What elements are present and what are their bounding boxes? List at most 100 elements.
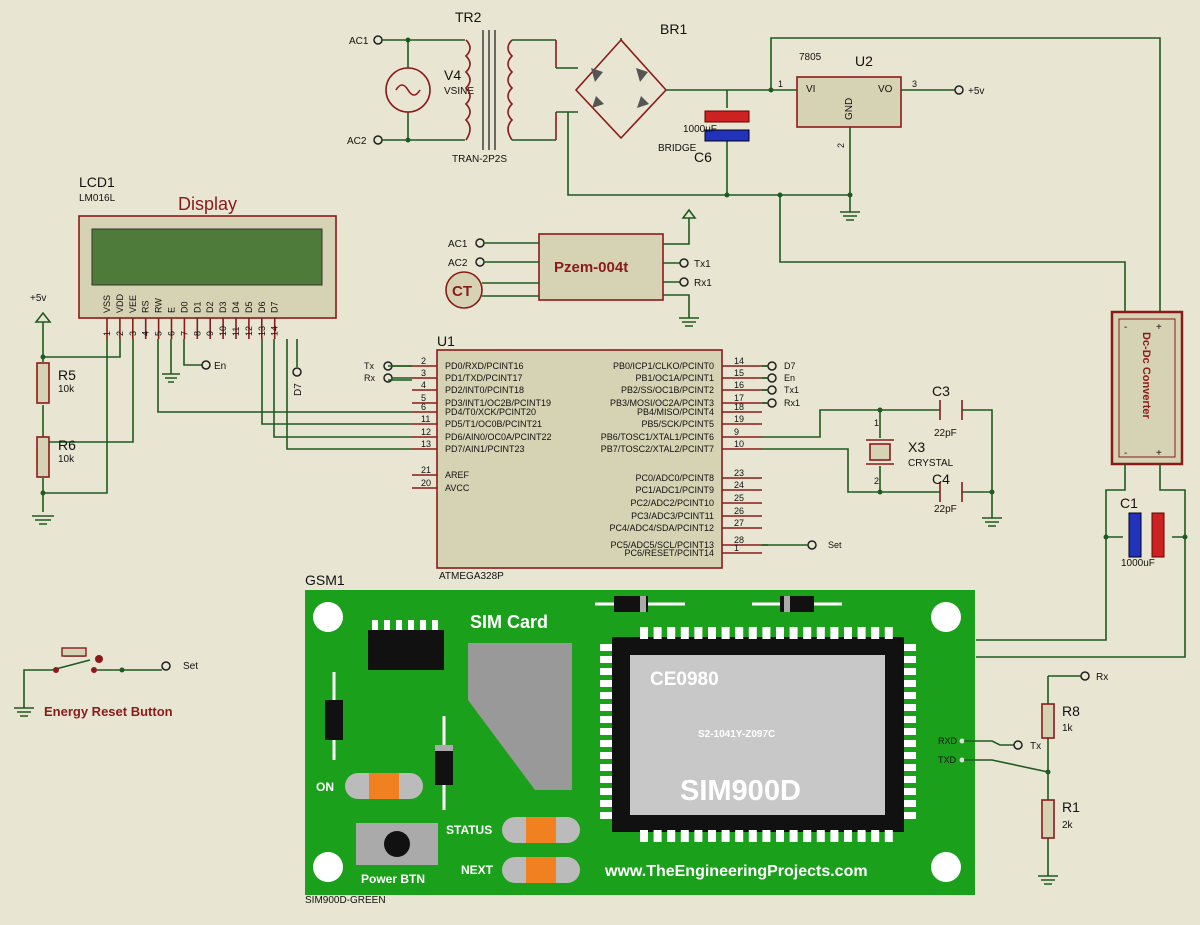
mcu-pin-signal: PC0/ADC0/PCINT8 — [635, 473, 714, 483]
sim-card-slot — [468, 643, 572, 790]
gsm-tx-terminal[interactable] — [1013, 740, 1023, 750]
dc-dc-converter[interactable]: Dc-Dc Converter - + - + C1 1000uF — [976, 310, 1188, 658]
reg-body — [796, 76, 902, 128]
mcu-pin-number: 2 — [421, 356, 426, 366]
u2-ref: U2 — [855, 53, 873, 69]
x3-pin2: 2 — [874, 476, 879, 486]
lcd-pin-number: 13 — [257, 326, 267, 336]
mcu-net-terminal[interactable] — [767, 385, 777, 395]
r6-ref: R6 — [58, 437, 76, 453]
lcd-pin-number: 12 — [244, 326, 254, 336]
mcu-pin-signal: PD7/AIN1/PCINT23 — [445, 444, 525, 454]
r5-ref: R5 — [58, 367, 76, 383]
reset-button-label: Energy Reset Button — [44, 704, 173, 719]
lcd-pin-number: 14 — [270, 326, 280, 336]
c4-value: 22pF — [934, 504, 957, 515]
lcd-pin-label: D4 — [231, 301, 241, 313]
mcu-net-label: D7 — [784, 361, 796, 371]
vout-label: +5v — [968, 86, 984, 97]
reset-set-label: Set — [183, 661, 198, 672]
mcu-net-terminal[interactable] — [767, 373, 777, 383]
mount-hole-bl — [313, 852, 343, 882]
current-transformer[interactable] — [445, 271, 483, 309]
gsm-rx-terminal[interactable] — [1080, 671, 1090, 681]
mcu-pin-number: 23 — [734, 468, 744, 478]
pzem-rx-terminal[interactable] — [679, 277, 689, 287]
regulator-7805[interactable]: 7805 U2 VI VO GND 1 3 2 +5v — [770, 37, 1161, 312]
x3-type: CRYSTAL — [908, 458, 954, 469]
resistor-r5[interactable] — [36, 362, 50, 404]
sim900d-pads — [600, 627, 916, 842]
c6-plate-top — [704, 110, 750, 123]
resistor-r1[interactable] — [1041, 799, 1055, 839]
pzem-ac1-label: AC1 — [448, 239, 468, 250]
reg-part: 7805 — [799, 52, 822, 63]
mcu-pin-number: 20 — [421, 478, 431, 488]
mcu-pin-number: 10 — [734, 439, 744, 449]
r5-value: 10k — [58, 384, 75, 395]
mcu-pin-signal: PD0/RXD/PCINT16 — [445, 361, 524, 371]
mcu-net-terminal[interactable] — [767, 398, 777, 408]
c1-plate-left — [1128, 512, 1142, 558]
mcu-pin-signal: PC4/ADC4/SDA/PCINT12 — [609, 523, 714, 533]
pzem-name: Pzem-004t — [554, 259, 628, 276]
en-terminal[interactable] — [201, 360, 211, 370]
lcd-pin-row: VSS1VDD2VEE3RS4RW5E6D07D18D29D310D411D51… — [102, 293, 280, 339]
pzem-tx-terminal[interactable] — [679, 258, 689, 268]
reset-set-terminal[interactable] — [161, 661, 171, 671]
mcu-pin-number: 4 — [421, 380, 426, 390]
resistor-r6[interactable] — [36, 436, 50, 478]
mcu-pin-number: 26 — [734, 506, 744, 516]
c3-ref: C3 — [932, 383, 950, 399]
mcu-pin-signal: PC5/ADC5/SCL/PCINT13 — [610, 540, 714, 550]
mount-hole-br — [931, 852, 961, 882]
ac2-terminal[interactable] — [373, 135, 383, 145]
next-led-label: NEXT — [461, 863, 494, 877]
x3-ref: X3 — [908, 439, 925, 455]
lcd-display[interactable]: LCD1 LM016L Display VSS1VDD2VEE3RS4RW5E6… — [78, 174, 337, 339]
lcd-pin-number: 8 — [192, 331, 202, 336]
mcu-pin-signal: AREF — [445, 470, 470, 480]
mcu-pin-number: 17 — [734, 393, 744, 403]
c1-ref: C1 — [1120, 495, 1138, 511]
bridge-rectifier[interactable]: BR1 1000uF BRIDGE C6 — [555, 21, 850, 198]
sim-card-label: SIM Card — [470, 612, 548, 632]
vout-terminal[interactable] — [954, 85, 964, 95]
lcd-pin-number: 9 — [205, 331, 215, 336]
mcu-net-terminal[interactable] — [767, 361, 777, 371]
transformer-section[interactable]: TR2 TRAN-2P2S AC1 AC2 V4 VSINE — [347, 9, 556, 165]
lcd-pin-number: 1 — [102, 331, 112, 336]
ac2-label: AC2 — [347, 136, 367, 147]
status-led-label: STATUS — [446, 823, 492, 837]
vcc-label: +5v — [30, 293, 46, 304]
mcu-net-terminal[interactable] — [807, 540, 817, 550]
pzem-ac2-terminal[interactable] — [475, 257, 485, 267]
ac1-terminal[interactable] — [373, 35, 383, 45]
lcd-pin-label: VDD — [115, 293, 125, 313]
lcd-pin-label: VSS — [102, 295, 112, 313]
x3-pin1: 1 — [874, 418, 879, 428]
mcu-pin-number: 6 — [421, 402, 426, 412]
d7-terminal[interactable] — [292, 367, 302, 377]
pzem-module[interactable]: Pzem-004t AC1 AC2 CT Tx1 Rx1 — [445, 208, 712, 327]
c1-value: 1000uF — [1121, 558, 1155, 569]
gsm-module[interactable]: GSM1 SIM900D-GREEN SIM Card CE0980 S2-10… — [305, 572, 975, 906]
rx-voltage-divider[interactable]: Tx Rx R8 1k R1 2k — [964, 671, 1108, 885]
mcu-pin-signal: PB7/TOSC2/XTAL2/PCINT7 — [601, 444, 714, 454]
gsm-ref: GSM1 — [305, 572, 345, 588]
lcd-ref: LCD1 — [79, 174, 115, 190]
pzem-ac1-terminal[interactable] — [475, 238, 485, 248]
c6-ref: C6 — [694, 149, 712, 165]
energy-reset-button[interactable]: Set Energy Reset Button — [14, 647, 198, 719]
mcu-pin-number: 18 — [734, 402, 744, 412]
crystal-x3[interactable]: C3 22pF C4 22pF X3 CRYSTAL 1 2 — [762, 383, 1002, 527]
mount-hole-tl — [313, 602, 343, 632]
resistor-r8[interactable] — [1041, 703, 1055, 739]
ct-label: CT — [452, 283, 472, 300]
lcd-pin-number: 5 — [154, 331, 164, 336]
mcu-net-label: Rx — [364, 373, 375, 383]
c6-plate-bottom — [704, 129, 750, 142]
mcu-pin-number: 12 — [421, 427, 431, 437]
chip-name: SIM900D — [680, 775, 801, 807]
